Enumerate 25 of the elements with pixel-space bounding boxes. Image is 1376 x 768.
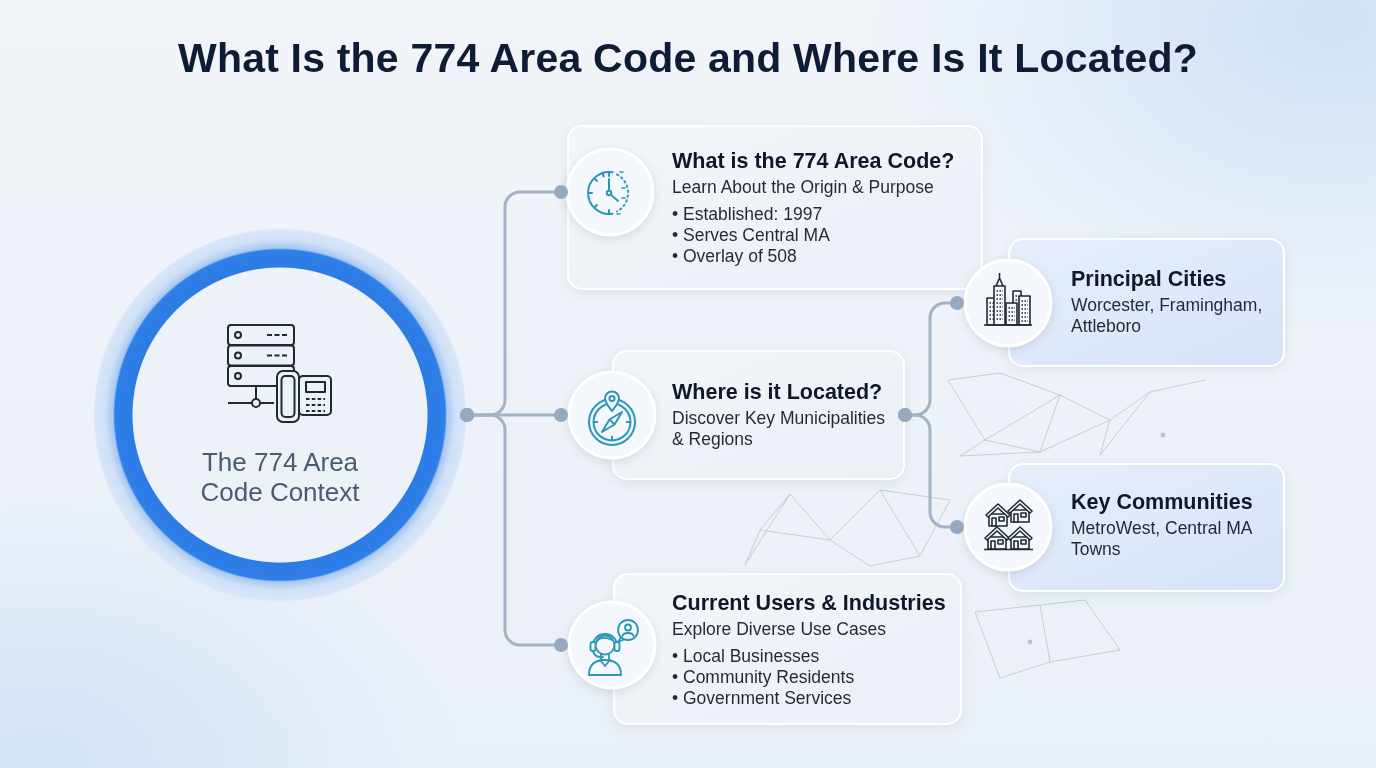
card-heading: What is the 774 Area Code? xyxy=(672,148,955,174)
bullet-item: • Government Services xyxy=(672,688,852,709)
connector xyxy=(898,408,964,534)
connector xyxy=(460,408,568,652)
bullet-item: • Community Residents xyxy=(672,667,855,688)
topic-card xyxy=(567,350,905,480)
topic-card xyxy=(567,125,983,290)
bullet-item: • Overlay of 508 xyxy=(672,246,797,267)
hub-label: The 774 Area Code Context xyxy=(199,447,361,507)
bullet-item: • Serves Central MA xyxy=(672,225,830,246)
card-subtitle: Learn About the Origin & Purpose xyxy=(672,177,934,198)
card-subtitle: Discover Key Municipalities & Regions xyxy=(672,408,886,450)
card-heading: Key Communities xyxy=(1071,489,1253,515)
card-heading: Principal Cities xyxy=(1071,266,1227,292)
card-heading: Where is it Located? xyxy=(672,379,883,405)
bullet-item: • Local Businesses xyxy=(672,646,820,667)
title: What Is the 774 Area Code and Where Is It Located? xyxy=(178,34,1198,82)
card-subtitle: Worcester, Framingham, Attleboro xyxy=(1071,295,1264,337)
card-subtitle: Explore Diverse Use Cases xyxy=(672,619,886,640)
card-heading: Current Users & Industries xyxy=(672,590,946,616)
topic-card xyxy=(567,573,962,725)
subtopic-card xyxy=(963,238,1285,367)
card-subtitle: MetroWest, Central MA Towns xyxy=(1071,518,1254,560)
subtopic-card xyxy=(963,463,1285,592)
bullet-item: • Established: 1997 xyxy=(672,204,823,225)
